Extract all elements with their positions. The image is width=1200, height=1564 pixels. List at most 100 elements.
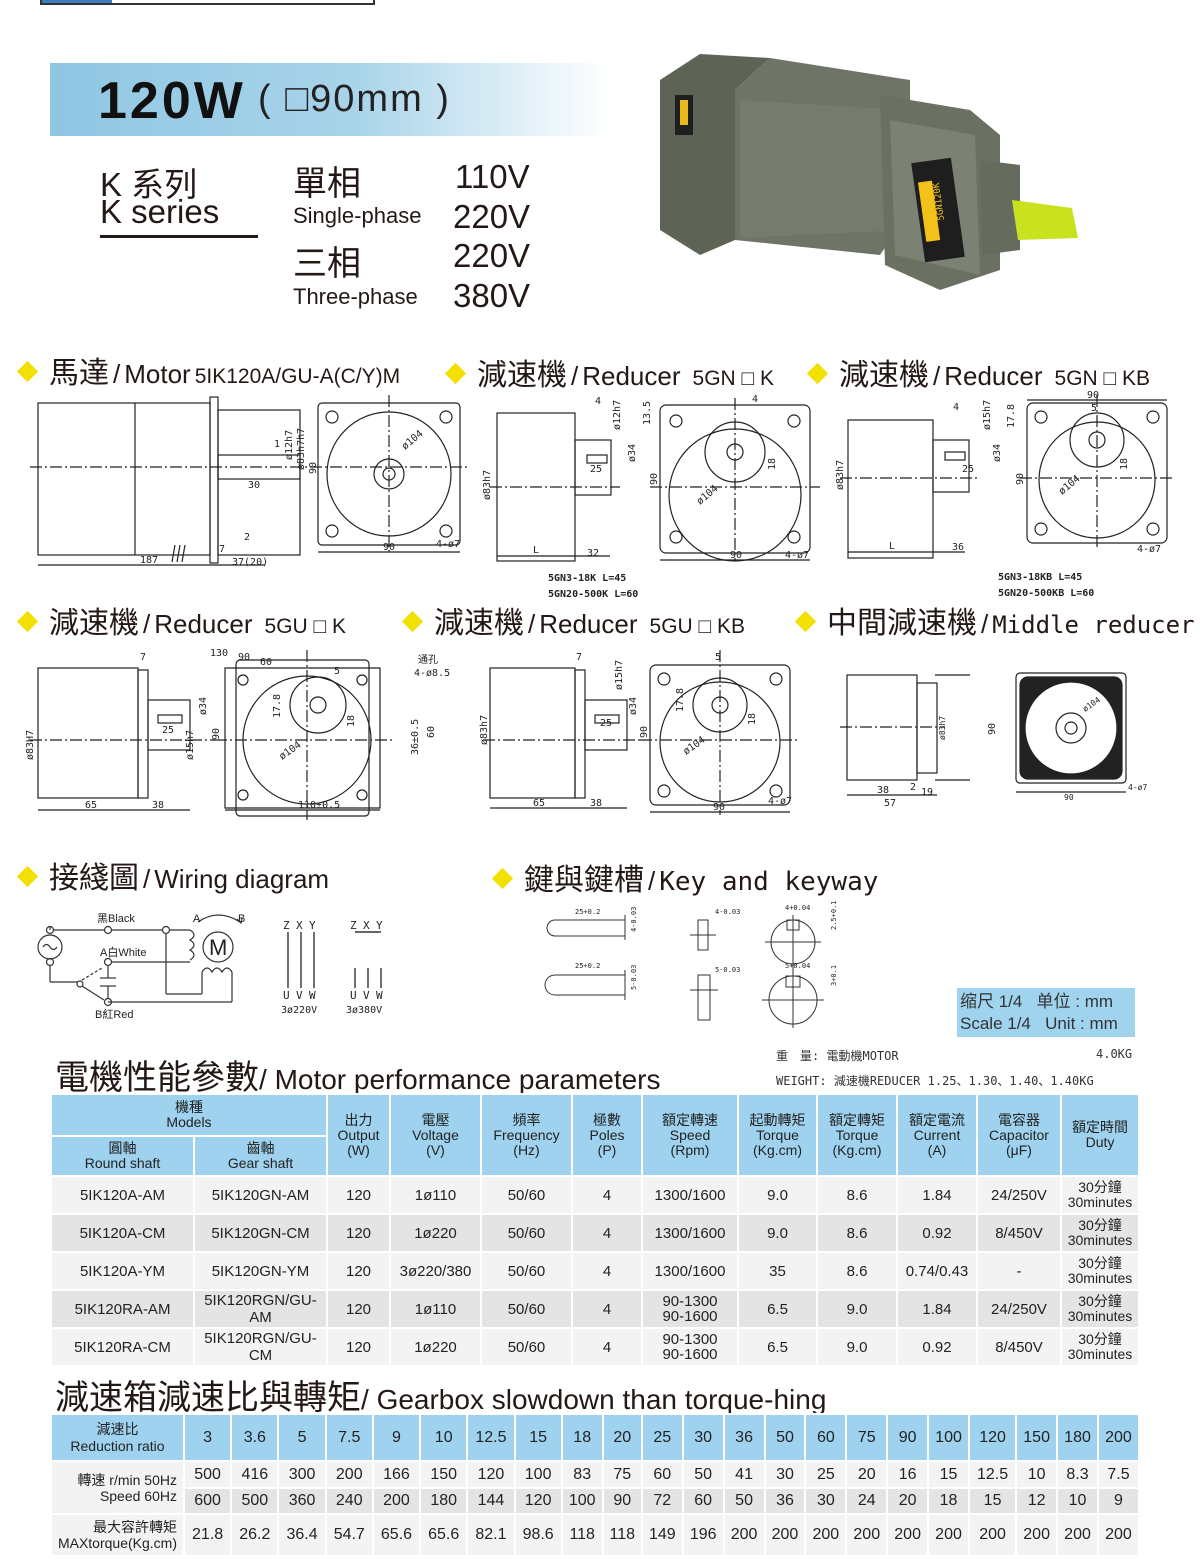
table-cell: 3 [182,1413,233,1462]
perf-title: 電機性能參數/ Motor performance parameters [55,1059,661,1097]
three-phase-zh: 三相 [293,245,361,283]
dim-label: ø34 [992,444,1003,462]
dim-label: 38 [152,800,164,811]
table-cell: 5IK120GN-CM [193,1213,328,1253]
diamond-bullet-icon [16,360,39,383]
dim-label: 5 [715,652,721,663]
gearbox-title: 減速箱減速比與轉矩/ Gearbox slowdown than torque-… [55,1379,827,1417]
table-cell: 5IK120A-AM [50,1175,195,1215]
table-cell: 8.6 [816,1213,898,1253]
key-dim: 4-0.03 [630,907,638,932]
table-cell: 1ø110 [389,1175,482,1215]
table-cell: 200 [371,1487,422,1515]
table-cell: 9 [1096,1487,1141,1515]
table-cell: 200 [722,1513,766,1557]
table-cell: 12 [1015,1487,1059,1515]
dim-label: 5GN20-500KB L=60 [998,588,1094,599]
svg-text:Z: Z [350,919,357,932]
section-heading-reducer-gu-kb: 減速機/ Reducer 5GU □ KB [401,598,745,642]
dim-label: 90 [639,726,650,738]
table-cell: 36 [763,1487,807,1515]
dim-label: 25 [600,718,612,729]
product-photo-gear-motor: 5GN120K [660,54,1078,290]
table-cell: 9 [371,1413,422,1462]
dim-label: ø83H7 [25,730,36,760]
table-cell: 200 [324,1460,374,1489]
dim-label: 90 [730,550,742,561]
table-cell: 118 [560,1513,604,1557]
table-cell: 166 [371,1460,422,1489]
dim-label: 90 [1064,793,1074,802]
dim-label: ø83h7 [938,716,947,740]
table-cell: 72 [640,1487,684,1515]
table-cell: 600 [182,1487,233,1515]
reducer-gu-k-drawing [30,650,395,820]
table-cell: 6.5 [737,1327,818,1367]
reducer-gn-k-drawing [490,398,820,562]
dim-label: 18 [747,713,758,725]
table-cell: 150 [1015,1413,1059,1462]
section-heading-middle-reducer: 中間減速機/ Middle reducer [794,598,1195,642]
table-cell: 5IK120GN-YM [193,1251,328,1291]
col-header: 起動轉矩 Torque (Kg.cm) [737,1093,818,1177]
table-cell: 30 [804,1487,848,1515]
svg-text:V: V [296,989,303,1002]
table-cell: 300 [277,1460,327,1489]
dim-label: 90 [1087,390,1099,401]
section-heading-reducer-gu-k: 減速機/ Reducer 5GU □ K [16,598,346,642]
scale-box: 缩尺 1/4 单位 : mm Scale 1/4 Unit : mm [957,988,1135,1037]
table-cell: 50 [763,1413,807,1462]
table-cell: 36 [722,1413,766,1462]
wiring-220v-label: 3ø220V [281,1005,317,1016]
table-cell: 24/250V [976,1289,1062,1329]
wire-white-label: A白White [100,945,146,959]
dim-label: 60 [426,726,437,738]
dim-label: 30 [248,480,260,491]
dim-label: 90 [1015,473,1026,485]
dim-label: 36 [952,542,964,553]
table-cell: 60 [640,1460,684,1489]
key-dim: 5-0.03 [715,966,740,974]
dim-label: 4 [752,394,758,405]
table-cell: 15 [927,1460,970,1489]
table-cell: 500 [182,1460,233,1489]
dim-label: 4 [953,402,959,413]
table-cell: 0.74/0.43 [896,1251,978,1291]
table-cell: 1300/1600 [641,1251,739,1291]
dim-label: 4 [595,396,601,407]
dim-label: 187 [140,555,158,566]
table-cell: 50 [681,1460,725,1489]
table-cell: 8/450V [976,1213,1062,1253]
motor-drawing [30,395,468,566]
weight-motor: 重 量: 電動機MOTOR [776,1049,899,1063]
table-cell: 8.6 [816,1175,898,1215]
col-header: 額定時間 Duty [1060,1093,1140,1177]
key-dim: 3+0.1 [830,965,838,986]
dim-label: 5GN20-500K L=60 [548,589,638,600]
dim-label: 18 [1119,458,1130,470]
dim-label: 2 [910,782,916,793]
table-cell: 0.92 [896,1213,978,1253]
dim-label: 4-ø7 [785,550,809,561]
table-cell: 500 [230,1487,280,1515]
dim-label: 25 [962,464,974,475]
table-cell: 9.0 [737,1175,818,1215]
dim-label: 90 [383,542,395,553]
table-cell: 50/60 [480,1213,573,1253]
table-cell: 20 [845,1460,889,1489]
voltage: 380V [453,277,531,314]
table-cell: 90-1300 90-1600 [641,1289,739,1329]
key-dim: 25+0.2 [575,962,600,970]
table-cell: 5IK120GN-AM [193,1175,328,1215]
table-cell: 120 [466,1460,516,1489]
table-cell: 41 [722,1460,766,1489]
table-cell: 5IK120RA-CM [50,1327,195,1367]
table-cell: 1ø110 [389,1289,482,1329]
key-dim: 4+0.04 [785,904,810,912]
table-cell: 180 [1056,1413,1099,1462]
key-dim: 2.5+0.1 [830,900,838,930]
table-cell: 6.5 [737,1289,818,1329]
